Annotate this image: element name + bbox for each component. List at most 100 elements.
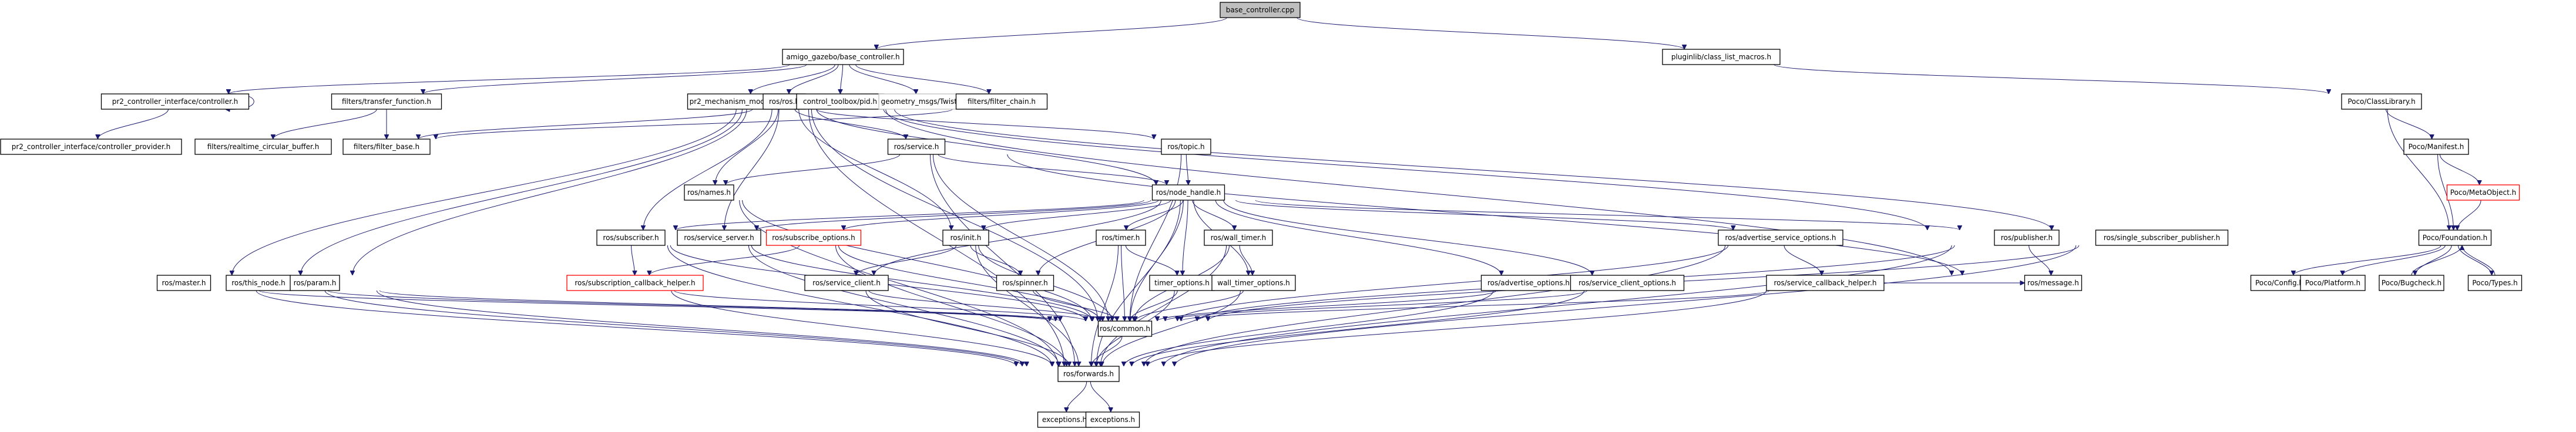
- node-box: [1662, 49, 1781, 65]
- edge-n6-to-n32: [352, 109, 747, 275]
- graph-node-poco-foundation-h[interactable]: Poco/Foundation.h: [2418, 230, 2492, 246]
- node-box: [2095, 230, 2229, 246]
- graph-node-ros-subscription-callback-helper-h[interactable]: ros/subscription_callback_helper.h: [566, 275, 704, 291]
- graph-node-control-toolbox-pid-h[interactable]: control_toolbox/pid.h: [796, 93, 884, 110]
- node-box: [2250, 275, 2309, 291]
- graph-node-ros-message-h[interactable]: ros/message.h: [2024, 275, 2083, 291]
- node-label: Poco/ClassLibrary.h: [2347, 97, 2415, 106]
- edge-n19-to-n29: [2457, 200, 2481, 231]
- graph-node-ros-timer-h[interactable]: ros/timer.h: [1096, 230, 1146, 246]
- graph-node-ros-publisher-h[interactable]: ros/publisher.h: [1994, 230, 2060, 246]
- graph-node-exceptions-h[interactable]: exceptions.h: [1037, 411, 1092, 428]
- edge-n14-to-n47: [929, 154, 1074, 366]
- edge-n34-to-n47: [865, 290, 1069, 366]
- node-box: [1480, 275, 1577, 291]
- edge-n31-to-n46: [327, 290, 1056, 322]
- node-box: [1211, 275, 1296, 291]
- graph-node-ros-subscriber-h[interactable]: ros/subscriber.h: [596, 230, 666, 246]
- graph-node-filters-transfer-function-h[interactable]: filters/transfer_function.h: [331, 93, 442, 110]
- node-box: [566, 275, 704, 291]
- node-box: [887, 139, 946, 155]
- graph-node-ros-service-h[interactable]: ros/service.h: [887, 139, 946, 155]
- edge-n6-to-n27: [883, 109, 1927, 230]
- edge-n24-to-n47: [1091, 245, 1119, 366]
- edge-n30-to-n46: [258, 290, 1050, 322]
- node-label: ros/advertise_service_options.h: [1725, 234, 1836, 242]
- node-label: timer_options.h: [1154, 279, 1210, 287]
- graph-node-ros-service-server-h[interactable]: ros/service_server.h: [677, 230, 761, 246]
- edge-n18-to-n25: [1192, 200, 1234, 231]
- edge-n6-to-n14: [794, 109, 906, 140]
- graph-node-filters-realtime-circular-buffer-h[interactable]: filters/realtime_circular_buffer.h: [194, 139, 332, 155]
- node-box: [1096, 230, 1146, 246]
- edge-n6-to-n23: [798, 109, 952, 230]
- edge-n14-to-n17: [726, 154, 901, 185]
- node-label: pr2_controller_interface/controller_prov…: [12, 143, 171, 151]
- edge-n33-to-n47: [671, 290, 1052, 367]
- node-box: [596, 230, 666, 246]
- node-box: [156, 275, 211, 291]
- edge-n1-to-n5: [751, 64, 835, 95]
- graph-node-ros-service-client-h[interactable]: ros/service_client.h: [804, 275, 889, 291]
- edge-n17-to-n46: [742, 200, 1092, 321]
- graph-node-wall-timer-options-h[interactable]: wall_timer_options.h: [1211, 275, 1296, 291]
- graph-node-pr2-controller-interface-controller-provider-h[interactable]: pr2_controller_interface/controller_prov…: [0, 139, 182, 155]
- node-label: Poco/Types.h: [2472, 279, 2517, 287]
- graph-node-poco-metaobject-h[interactable]: Poco/MetaObject.h: [2446, 184, 2520, 201]
- node-label: exceptions.h: [1090, 416, 1135, 424]
- graph-node-ros-single-subscriber-publisher-h[interactable]: ros/single_subscriber_publisher.h: [2095, 230, 2229, 246]
- edge-n24-to-n36: [1125, 245, 1177, 276]
- graph-node-ros-init-h[interactable]: ros/init.h: [942, 230, 989, 246]
- node-box: [1994, 230, 2060, 246]
- graph-node-ros-common-h[interactable]: ros/common.h: [1097, 320, 1153, 337]
- edge-n1-to-n6: [789, 64, 839, 95]
- graph-node-ros-names-h[interactable]: ros/names.h: [684, 184, 734, 201]
- node-box: [796, 93, 884, 110]
- graph-node-ros-wall-timer-h[interactable]: ros/wall_timer.h: [1204, 230, 1273, 246]
- graph-node-poco-manifest-h[interactable]: Poco/Manifest.h: [2403, 139, 2469, 155]
- node-label: ros/service_server.h: [684, 234, 754, 242]
- graph-node-poco-bugcheck-h[interactable]: Poco/Bugcheck.h: [2379, 275, 2444, 291]
- edge-n6-to-n41: [885, 109, 1952, 275]
- node-box: [878, 93, 966, 110]
- graph-node-ros-service-callback-helper-h[interactable]: ros/service_callback_helper.h: [1766, 275, 1885, 291]
- edge-n6-to-n30: [232, 109, 737, 275]
- graph-node-ros-topic-h[interactable]: ros/topic.h: [1161, 139, 1211, 155]
- node-box: [1220, 2, 1301, 18]
- graph-node-ros-spinner-h[interactable]: ros/spinner.h: [996, 275, 1054, 291]
- edge-n26-to-n47: [1144, 245, 1726, 366]
- graph-node-timer-options-h[interactable]: timer_options.h: [1149, 275, 1215, 291]
- graph-node-poco-types-h[interactable]: Poco/Types.h: [2467, 275, 2523, 291]
- graph-node-ros-subscribe-options-h[interactable]: ros/subscribe_options.h: [765, 230, 862, 246]
- graph-node-base-controller-cpp: base_controller.cpp: [1220, 2, 1301, 18]
- graph-node-poco-config-h[interactable]: Poco/Config.h: [2250, 275, 2309, 291]
- graph-node-exceptions-h[interactable]: exceptions.h: [1085, 411, 1140, 428]
- node-label: geometry_msgs/Twist.h: [881, 97, 964, 106]
- node-box: [942, 230, 989, 246]
- graph-node-ros-forwards-h[interactable]: ros/forwards.h: [1057, 366, 1120, 382]
- node-label: base_controller.cpp: [1226, 6, 1294, 14]
- graph-node-amigo-gazebo-base-controller-h[interactable]: amigo_gazebo/base_controller.h: [782, 49, 904, 65]
- graph-node-ros-this-node-h[interactable]: ros/this_node.h: [226, 275, 291, 291]
- graph-node-ros-master-h[interactable]: ros/master.h: [156, 275, 211, 291]
- graph-node-ros-advertise-options-h[interactable]: ros/advertise_options.h: [1480, 275, 1577, 291]
- graph-node-ros-param-h[interactable]: ros/param.h: [290, 275, 340, 291]
- edge-n26-to-n46: [1177, 245, 1729, 322]
- graph-node-pluginlib-class-list-macros-h[interactable]: pluginlib/class_list_macros.h: [1662, 49, 1781, 65]
- graph-node-ros-advertise-service-options-h[interactable]: ros/advertise_service_options.h: [1718, 230, 1843, 246]
- graph-node-filters-filter-base-h[interactable]: filters/filter_base.h: [342, 139, 431, 155]
- edge-n18-to-n27: [1255, 200, 1960, 231]
- node-label: ros/advertise_options.h: [1487, 279, 1570, 287]
- edge-n36-to-n46: [1130, 290, 1178, 322]
- graph-node-poco-classlibrary-h[interactable]: Poco/ClassLibrary.h: [2341, 93, 2422, 110]
- node-box: [2467, 275, 2523, 291]
- graph-node-geometry-msgs-twist-h[interactable]: geometry_msgs/Twist.h: [878, 93, 966, 110]
- graph-node-ros-service-client-options-h[interactable]: ros/service_client_options.h: [1570, 275, 1685, 291]
- graph-node-ros-node-handle-h[interactable]: ros/node_handle.h: [1151, 184, 1225, 201]
- edge-n45-to-n29: [2462, 245, 2496, 276]
- edge-n6-to-n31: [301, 109, 743, 275]
- graph-node-filters-filter-chain-h[interactable]: filters/filter_chain.h: [955, 93, 1048, 110]
- graph-node-poco-platform-h[interactable]: Poco/Platform.h: [2300, 275, 2366, 291]
- graph-node-pr2-controller-interface-controller-h[interactable]: pr2_controller_interface/controller.h: [100, 93, 250, 110]
- edge-n40-to-n46: [1181, 290, 1770, 322]
